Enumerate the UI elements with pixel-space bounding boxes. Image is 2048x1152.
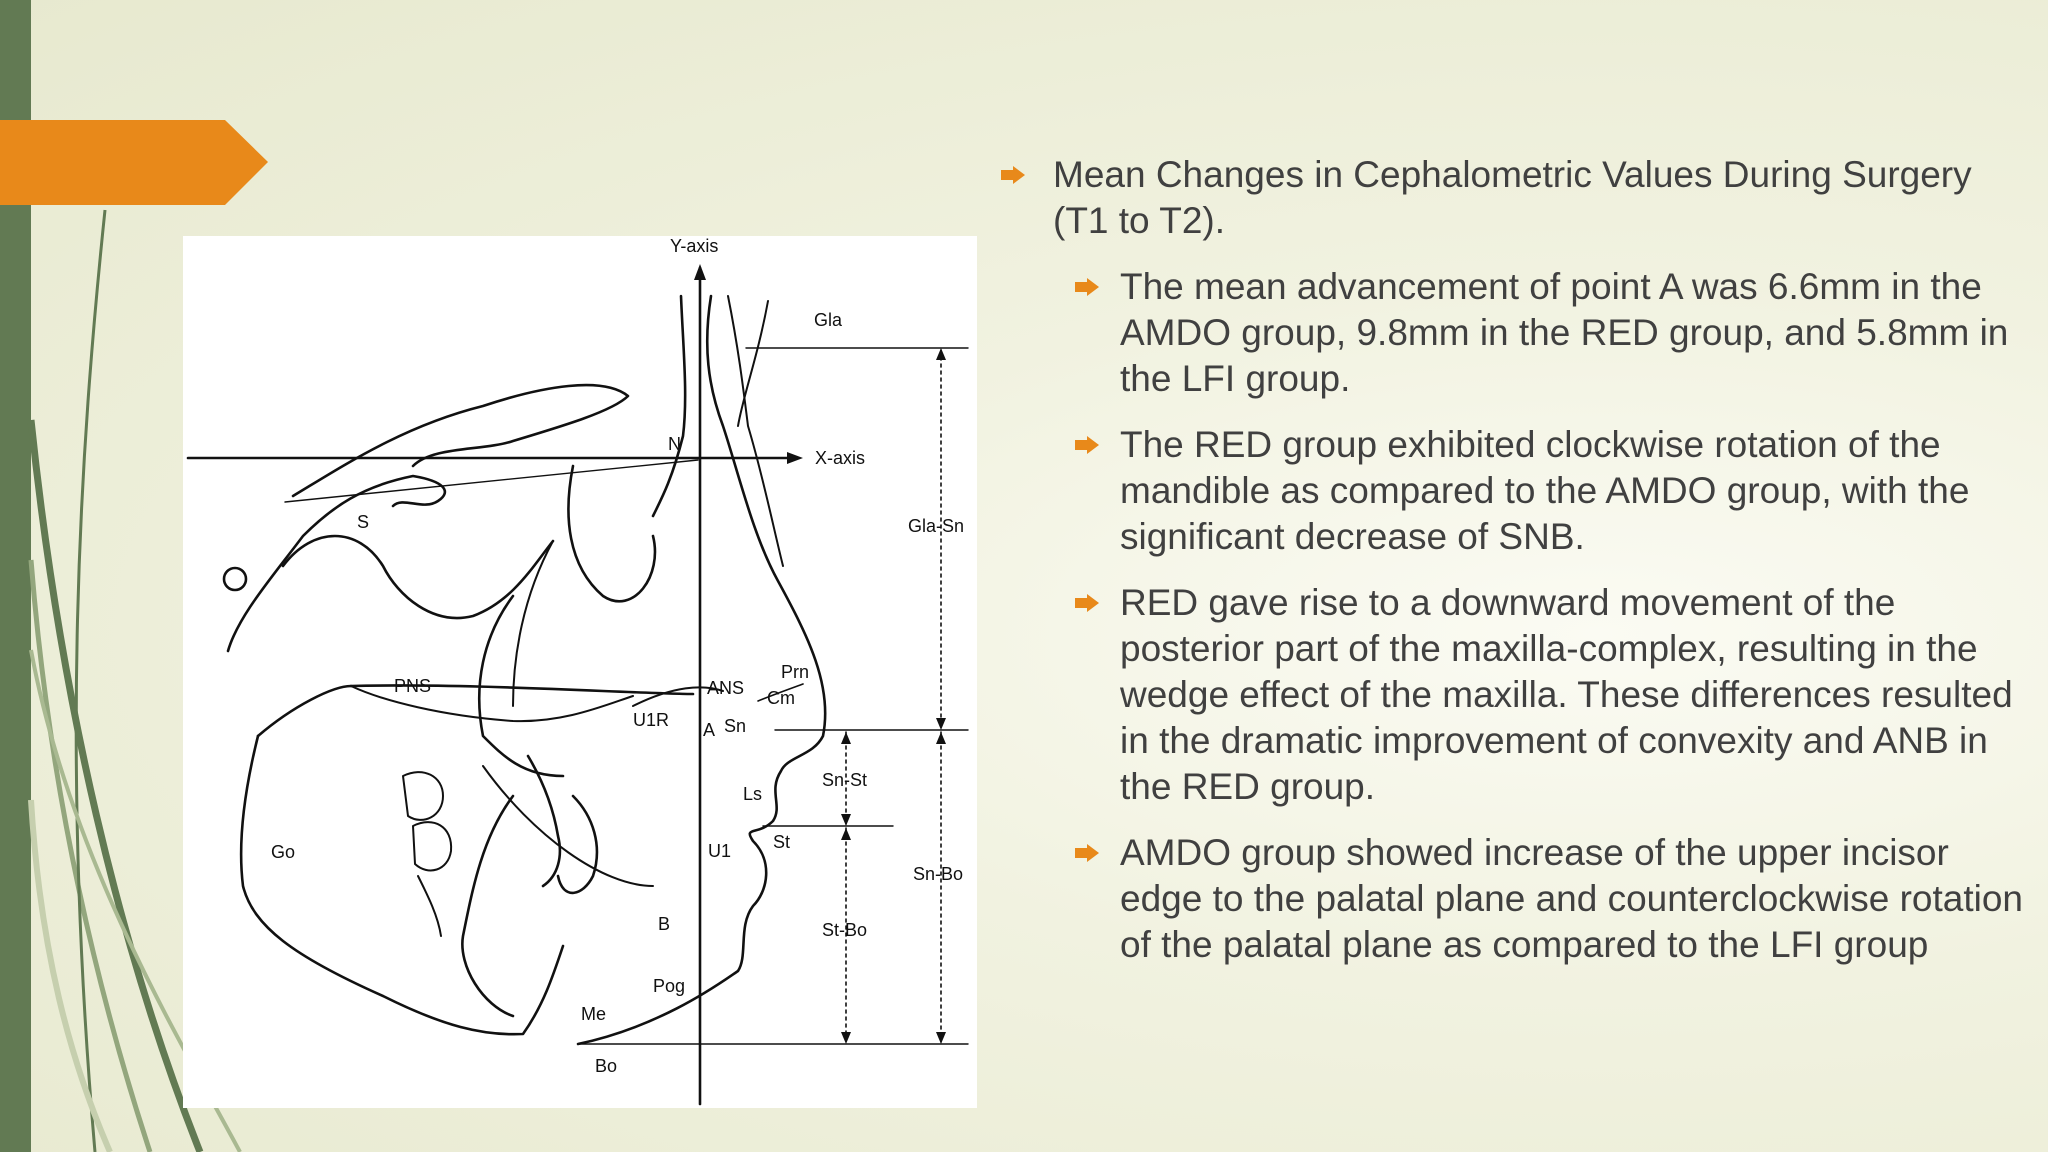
bullet-text: AMDO group showed increase of the upper … [1120,832,2023,965]
molar-tooth-lower [412,821,453,872]
arrow-bullet-icon [1075,844,1099,862]
decorative-grass-lines [27,209,242,1152]
bullet-text: The RED group exhibited clockwise rotati… [1120,424,1970,557]
bullet-item: RED gave rise to a downward movement of … [996,580,2026,810]
label-sn-bo: Sn-Bo [913,864,964,884]
label-pog: Pog [653,976,686,996]
label-u1: U1 [708,841,732,861]
frontal-bone-line [651,294,687,518]
label-st-bo: St-Bo [822,920,868,940]
molar-root [417,875,442,937]
label-me: Me [581,1004,607,1024]
label-a: A [703,720,716,740]
forehead-inner [727,295,784,567]
st-bo-arrow-bottom [841,1032,851,1044]
cephalometric-diagram: Y-axis Gla N X-axis S Gla-Sn Prn PNS ANS… [183,236,977,1108]
label-sn-st: Sn-St [822,770,868,790]
label-n: N [668,434,681,454]
bullet-item: The RED group exhibited clockwise rotati… [996,422,2026,560]
arrow-bullet-icon [1075,278,1099,296]
label-s: S [357,512,370,532]
ear-rod-circle [222,566,248,592]
arrow-bullet-icon [1001,166,1025,184]
label-sn: Sn [724,716,747,736]
label-ans: ANS [707,678,745,698]
label-bo: Bo [595,1056,618,1076]
lower-incisor [556,794,599,895]
ans-region [632,686,724,707]
x-axis-arrowhead [787,452,803,464]
arrow-bullet-icon [1075,436,1099,454]
label-cm: Cm [767,688,795,708]
pterygoid-outline [281,534,555,620]
bullet-list: Mean Changes in Cephalometric Values Dur… [996,152,2026,988]
upper-incisor [526,754,562,888]
y-axis-arrowhead [694,264,706,280]
molar-tooth [402,771,444,821]
label-go: Go [271,842,296,862]
label-prn: Prn [781,662,810,682]
palatal-plane [349,684,695,696]
label-y-axis: Y-axis [670,236,719,256]
label-pns: PNS [394,676,432,696]
gla-sn-arrow-top [936,348,946,360]
bullet-item: The mean advancement of point A was 6.6m… [996,264,2026,402]
occlusal-curve [482,765,654,887]
sn-st-arrow-top [841,732,851,744]
maxillary-tuberosity [477,594,565,778]
orbit-roof [291,383,630,498]
gla-sn-arrow-bottom [936,718,946,730]
sn-st-arrow-bottom [841,814,851,826]
hard-palate [350,685,634,723]
label-b: B [658,914,671,934]
mandible-lower-border [239,734,565,1036]
sn-line [284,459,699,503]
arrow-bullet-icon [1075,594,1099,612]
orange-arrow-banner [0,120,268,205]
mandible-angle-upper [256,684,353,738]
bullet-item: Mean Changes in Cephalometric Values Dur… [996,152,2026,244]
soft-tissue-profile [576,294,827,1046]
label-ls: Ls [743,784,763,804]
diagram-drawing [186,264,969,1106]
bullet-item: AMDO group showed increase of the upper … [996,830,2026,968]
sn-bo-arrow-top [936,732,946,744]
label-u1r: U1R [633,710,670,730]
st-bo-arrow-top [841,828,851,840]
chin-inner [461,794,515,1018]
label-st: St [773,832,791,852]
label-x-axis: X-axis [815,448,866,468]
nasal-bone-line [737,300,769,427]
bullet-text: Mean Changes in Cephalometric Values Dur… [1053,154,1972,241]
bullet-text: The mean advancement of point A was 6.6m… [1120,266,2009,399]
cm-reference [757,683,804,702]
sn-bo-arrow-bottom [936,1032,946,1044]
cranial-base [226,474,446,653]
label-gla-sn: Gla-Sn [908,516,965,536]
nasal-cavity-outline [567,464,657,603]
label-gla: Gla [814,310,843,330]
bullet-text: RED gave rise to a downward movement of … [1120,582,2013,807]
